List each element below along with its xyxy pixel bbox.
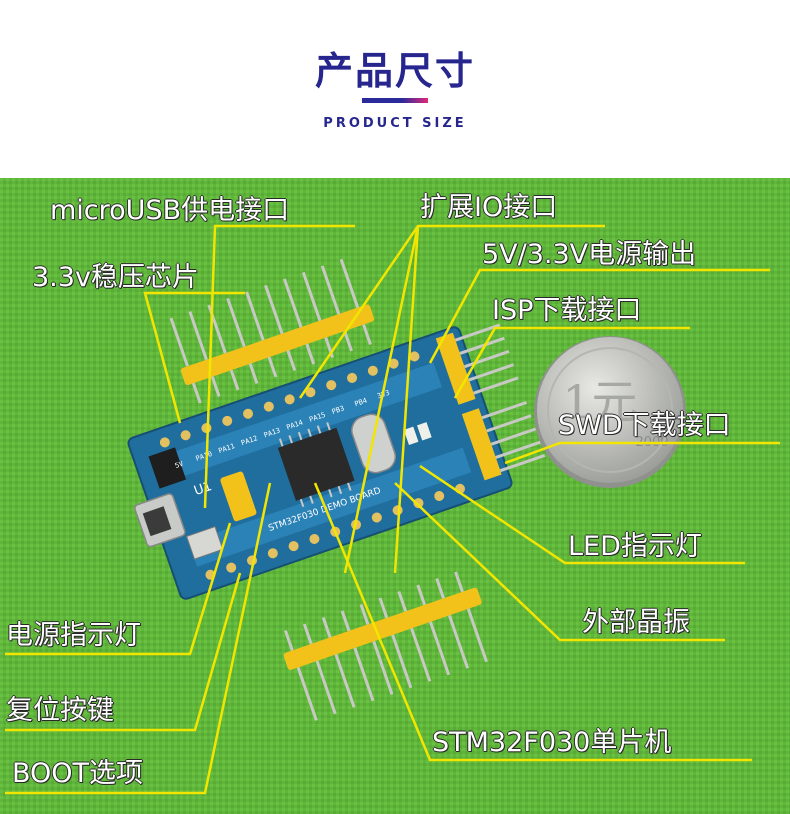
callout-expansion-io-line-3 bbox=[393, 225, 420, 574]
photo-canvas: 1元 2000 bbox=[0, 178, 790, 814]
coin: 1元 2000 bbox=[534, 336, 686, 488]
coin-denomination: 1元 bbox=[562, 375, 637, 429]
callout-power-led-line bbox=[5, 522, 232, 656]
callout-isp-line bbox=[453, 326, 690, 399]
callout-microusb-line bbox=[203, 224, 355, 509]
label-microusb: microUSB供电接口 bbox=[50, 195, 290, 226]
callout-crystal-line bbox=[394, 482, 725, 642]
label-expansion-io: 扩展IO接口 bbox=[420, 192, 558, 223]
callout-led-line bbox=[419, 464, 745, 565]
label-led: LED指示灯 bbox=[568, 531, 702, 562]
callout-lines bbox=[5, 224, 780, 795]
callout-boot-line bbox=[5, 482, 272, 795]
product-photo: 1元 2000 bbox=[0, 178, 790, 814]
pin-label: 5V bbox=[174, 460, 185, 471]
callout-expansion-io-line-2 bbox=[343, 225, 420, 574]
label-power-out: 5V/3.3V电源输出 bbox=[482, 239, 697, 270]
callout-reset-line bbox=[5, 572, 242, 732]
label-power-led: 电源指示灯 bbox=[6, 620, 141, 651]
header: 产品尺寸 PRODUCT SIZE bbox=[0, 0, 790, 178]
u1-label: U1 bbox=[192, 479, 214, 499]
label-boot: BOOT选项 bbox=[12, 758, 144, 789]
pin-label: PB4 bbox=[354, 397, 369, 409]
page-subtitle: PRODUCT SIZE bbox=[323, 116, 467, 131]
loose-pin-header-bottom bbox=[283, 571, 488, 721]
callout-swd-line bbox=[504, 441, 780, 465]
label-regulator: 3.3v稳压芯片 bbox=[32, 262, 199, 293]
callout-power-out-line bbox=[428, 268, 770, 364]
label-reset: 复位按键 bbox=[6, 695, 114, 726]
title-underline bbox=[362, 98, 428, 103]
label-isp: ISP下载接口 bbox=[492, 295, 642, 326]
label-mcu: STM32F030单片机 bbox=[432, 727, 672, 758]
pin-label: PB3 bbox=[331, 404, 346, 416]
loose-pin-header-top bbox=[169, 258, 375, 404]
label-swd: SWD下载接口 bbox=[558, 410, 731, 441]
pcb-board: U1 STM32F030 DEMO BOARD 5V PA10 PA11 PA1… bbox=[127, 323, 546, 600]
callout-mcu-line bbox=[313, 482, 752, 762]
label-crystal: 外部晶振 bbox=[582, 607, 690, 638]
page-title: 产品尺寸 bbox=[314, 49, 475, 93]
callout-regulator-line bbox=[143, 291, 245, 424]
